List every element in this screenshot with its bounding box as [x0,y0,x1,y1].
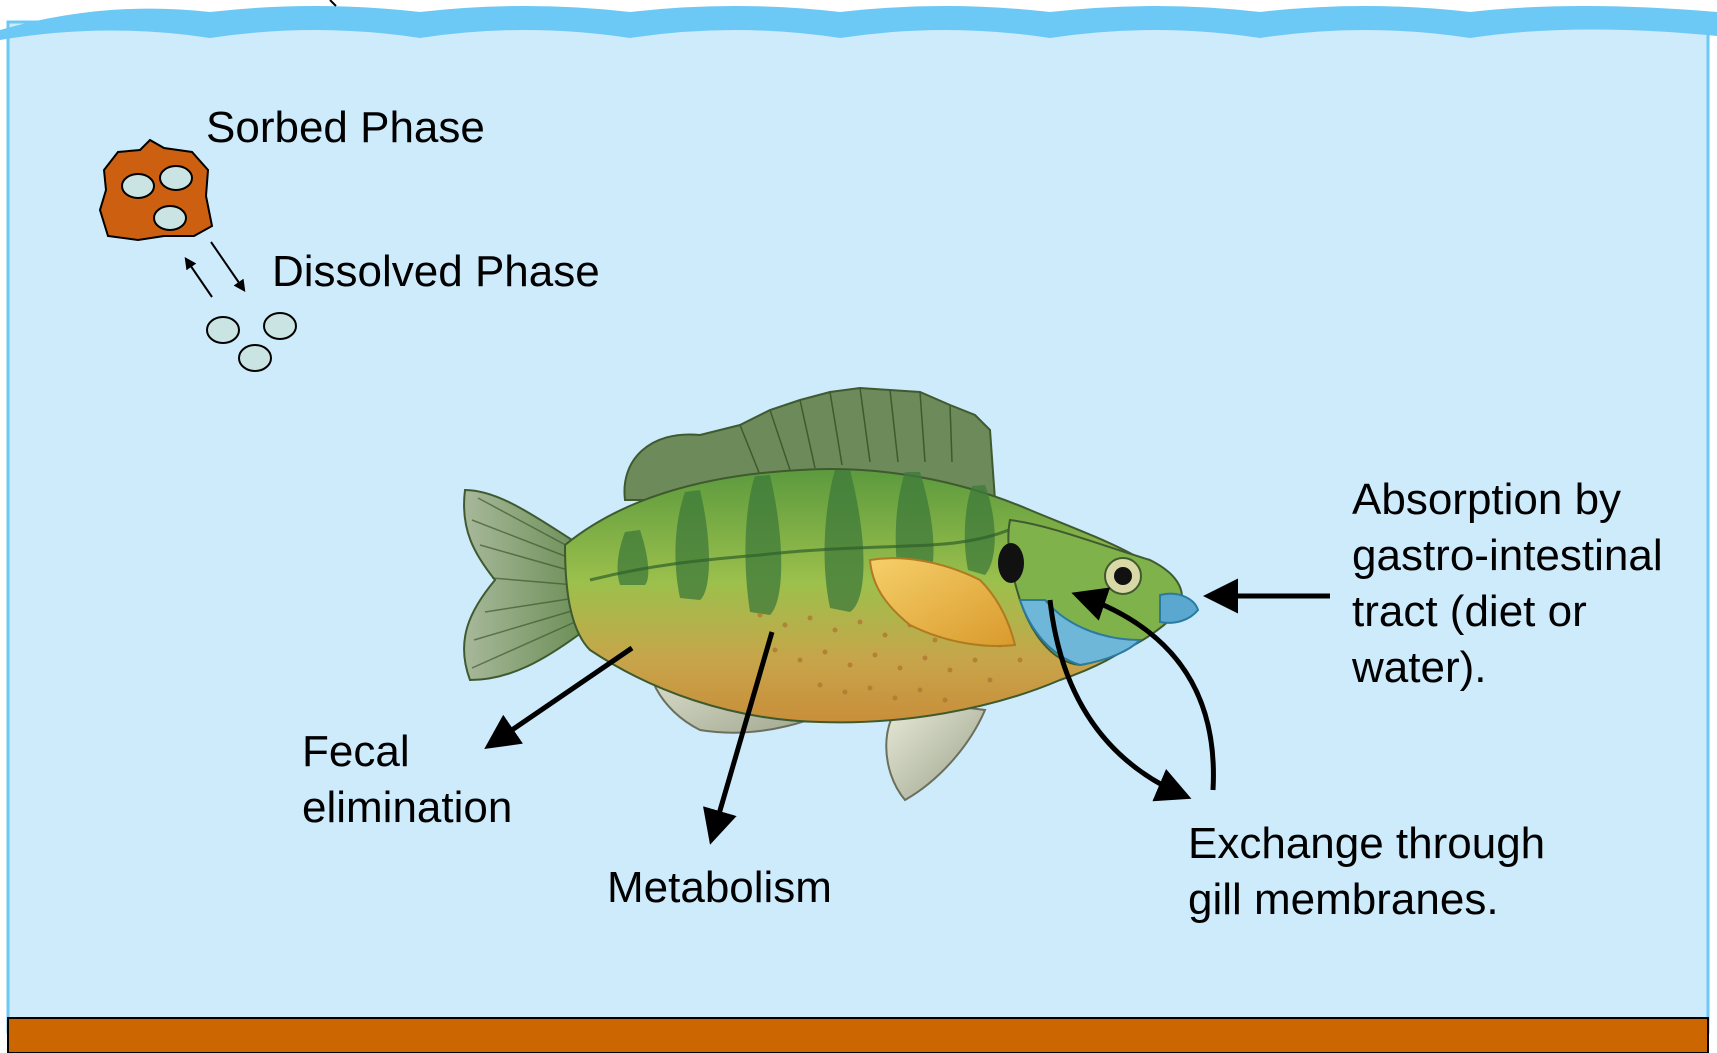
dissolved-molecule [207,317,239,343]
fecal-label-line: Fecal [302,724,512,780]
gill-exchange-label-line: Exchange through [1188,816,1545,872]
gill-exchange-label: Exchange through gill membranes. [1188,816,1545,928]
metabolism-label: Metabolism [607,860,832,916]
dissolved-molecule [264,313,296,339]
sorbed-particle [100,140,212,240]
absorption-label-line: Absorption by [1352,472,1663,528]
sorbed-molecule [122,174,154,198]
sorbed-molecule [160,166,192,190]
sediment-layer [8,1018,1708,1053]
fecal-label-line: elimination [302,780,512,836]
sorbed-phase-label: Sorbed Phase [206,100,485,156]
absorption-label-line: tract (diet or [1352,584,1663,640]
ear-spot [998,543,1024,583]
gill-exchange-label-line: gill membranes. [1188,872,1545,928]
absorption-label: Absorption by gastro-intestinal tract (d… [1352,472,1663,696]
dissolved-molecule [239,345,271,371]
fecal-label: Fecal elimination [302,724,512,836]
sorbed-molecule [154,206,186,230]
surface-mark [330,0,336,6]
absorption-label-line: gastro-intestinal [1352,528,1663,584]
absorption-label-line: water). [1352,640,1663,696]
dissolved-phase-label: Dissolved Phase [272,244,600,300]
